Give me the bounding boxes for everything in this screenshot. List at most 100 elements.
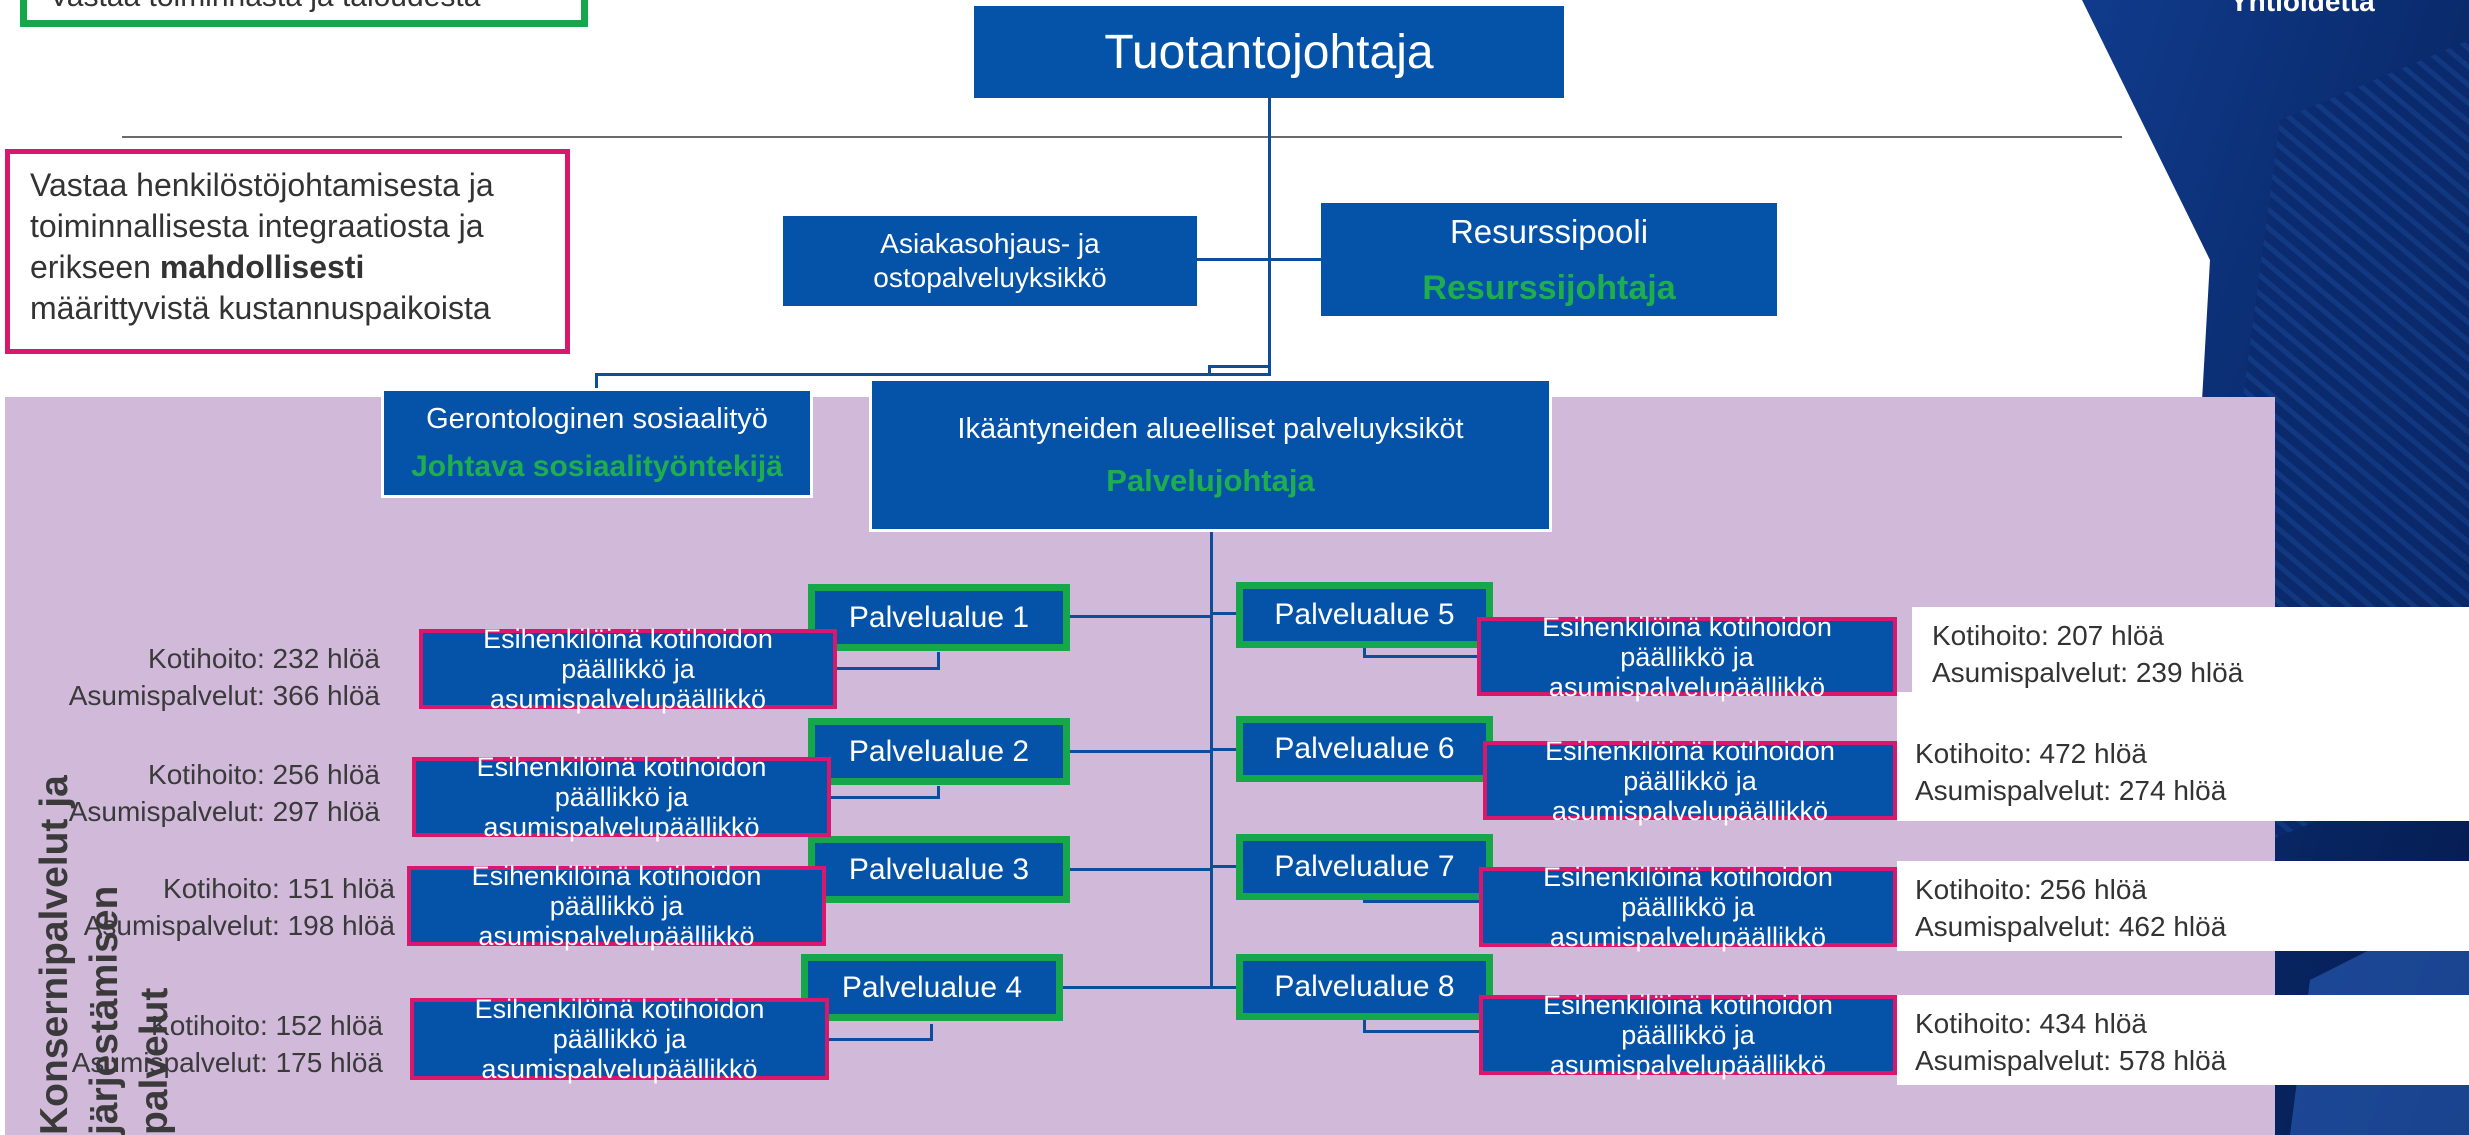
hr-note-line: erikseen mahdollisesti bbox=[30, 247, 545, 288]
connector bbox=[826, 1038, 933, 1041]
supervisor-line: Esihenkilöinä kotihoidon päällikkö ja bbox=[1542, 611, 1832, 672]
asiakasohjaus-box: Asiakasohjaus- ja ostopalveluyksikkö bbox=[783, 216, 1197, 306]
supervisor-box-8: Esihenkilöinä kotihoidon päällikkö ja as… bbox=[1479, 990, 1897, 1080]
palvelualue-label: Palvelualue 4 bbox=[841, 970, 1023, 1004]
staff-stats-area-6: Kotihoito: 472 hlöä Asumispalvelut: 274 … bbox=[1897, 692, 2469, 821]
supervisor-box-3: Esihenkilöinä kotihoidon päällikkö ja as… bbox=[407, 861, 826, 951]
connector bbox=[1062, 615, 1212, 618]
hr-note: Vastaa henkilöstöjohtamisesta ja toiminn… bbox=[5, 149, 570, 354]
connector bbox=[1363, 1030, 1481, 1033]
palvelualue-label: Palvelualue 5 bbox=[1274, 598, 1455, 631]
ikaantyneet-lead: Palvelujohtaja bbox=[1106, 463, 1315, 498]
stat-kotihoito: Kotihoito: 434 hlöä bbox=[1915, 1008, 2147, 1039]
palvelualue-6-box: Palvelualue 6 bbox=[1236, 716, 1493, 782]
stat-asumispalvelut: Asumispalvelut: 578 hlöä bbox=[1915, 1045, 2227, 1076]
palvelualue-label: Palvelualue 3 bbox=[848, 852, 1030, 886]
supervisor-line: Esihenkilöinä kotihoidon päällikkö ja bbox=[476, 752, 767, 812]
separator-line bbox=[122, 136, 2122, 138]
connector bbox=[937, 652, 940, 669]
asiakasohjaus-line: ostopalveluyksikkö bbox=[873, 262, 1107, 293]
connector bbox=[828, 796, 940, 799]
staff-stats-area-8: Kotihoito: 434 hlöä Asumispalvelut: 578 … bbox=[1897, 995, 2469, 1085]
hr-note-bold: mahdollisesti bbox=[159, 249, 365, 285]
supervisor-box-4: Esihenkilöinä kotihoidon päällikkö ja as… bbox=[410, 994, 829, 1084]
ikaantyneet-box: Ikääntyneiden alueelliset palveluyksiköt… bbox=[869, 378, 1552, 532]
hr-note-line: toiminnallisesta integraatiosta ja bbox=[30, 208, 484, 244]
stat-asumispalvelut: Asumispalvelut: 297 hlöä bbox=[68, 796, 380, 827]
supervisor-line: asumispalvelupäällikkö bbox=[478, 921, 755, 951]
connector bbox=[1196, 258, 1321, 261]
connector bbox=[1208, 365, 1211, 375]
gerontologinen-box: Gerontologinen sosiaalityö Johtava sosia… bbox=[381, 388, 813, 498]
supervisor-line: Esihenkilöinä kotihoidon päällikkö ja bbox=[1543, 862, 1833, 922]
supervisor-box-5: Esihenkilöinä kotihoidon päällikkö ja as… bbox=[1477, 612, 1897, 702]
asiakasohjaus-line: Asiakasohjaus- ja bbox=[880, 228, 1100, 259]
hr-note-text: erikseen bbox=[30, 249, 160, 285]
palvelualue-label: Palvelualue 2 bbox=[848, 734, 1030, 768]
ikaantyneet-title: Ikääntyneiden alueelliset palveluyksiköt bbox=[957, 413, 1464, 445]
connector bbox=[835, 667, 940, 670]
supervisor-line: asumispalvelupäällikkö bbox=[1549, 1050, 1827, 1080]
stat-asumispalvelut: Asumispalvelut: 175 hlöä bbox=[71, 1047, 383, 1078]
palvelualue-label: Palvelualue 7 bbox=[1274, 850, 1455, 883]
supervisor-line: asumispalvelupäällikkö bbox=[489, 684, 767, 714]
palvelualue-5-box: Palvelualue 5 bbox=[1236, 582, 1493, 648]
resurssipooli-title: Resurssipooli bbox=[1449, 212, 1649, 250]
supervisor-line: Esihenkilöinä kotihoidon päällikkö ja bbox=[474, 994, 765, 1054]
supervisor-line: Esihenkilöinä kotihoidon päällikkö ja bbox=[1545, 735, 1835, 796]
supervisor-line: asumispalvelupäällikkö bbox=[483, 812, 760, 842]
stat-kotihoito: Kotihoito: 232 hlöä bbox=[148, 643, 380, 674]
connector bbox=[595, 373, 598, 388]
connector bbox=[1210, 612, 1238, 615]
connector bbox=[1363, 900, 1481, 903]
director-title: Tuotantojohtaja bbox=[1104, 25, 1434, 79]
connector bbox=[1363, 1015, 1366, 1031]
connector bbox=[1210, 865, 1240, 868]
connector bbox=[1363, 642, 1366, 657]
palvelualue-label: Palvelualue 8 bbox=[1274, 970, 1455, 1003]
stat-asumispalvelut: Asumispalvelut: 274 hlöä bbox=[1915, 775, 2227, 806]
connector bbox=[595, 373, 1271, 376]
palvelualue-7-box: Palvelualue 7 bbox=[1236, 834, 1493, 900]
supervisor-line: asumispalvelupäällikkö bbox=[481, 1054, 758, 1084]
connector bbox=[1210, 986, 1240, 989]
supervisor-line: asumispalvelupäällikkö bbox=[1549, 922, 1827, 952]
staff-stats-area-7: Kotihoito: 256 hlöä Asumispalvelut: 462 … bbox=[1897, 861, 2469, 951]
director-box: Tuotantojohtaja bbox=[974, 6, 1564, 98]
stat-kotihoito: Kotihoito: 207 hlöä bbox=[1932, 620, 2164, 651]
connector bbox=[930, 1024, 933, 1040]
connector bbox=[1062, 868, 1212, 871]
palvelualue-4-box: Palvelualue 4 bbox=[801, 954, 1063, 1021]
hr-note-line: Vastaa henkilöstöjohtamisesta ja bbox=[30, 167, 494, 203]
top-note: Vastaa toiminnasta ja taloudesta bbox=[20, 0, 588, 27]
gerontologinen-lead: Johtava sosiaalityöntekijä bbox=[411, 450, 783, 483]
connector bbox=[1062, 750, 1212, 753]
staff-stats-area-3: Kotihoito: 151 hlöä Asumispalvelut: 198 … bbox=[40, 870, 395, 944]
palvelualue-label: Palvelualue 1 bbox=[848, 600, 1030, 634]
resurssipooli-lead: Resurssijohtaja bbox=[1422, 268, 1676, 307]
stat-kotihoito: Kotihoito: 151 hlöä bbox=[163, 873, 395, 904]
connector bbox=[937, 786, 940, 798]
stat-asumispalvelut: Asumispalvelut: 462 hlöä bbox=[1915, 911, 2227, 942]
stat-asumispalvelut: Asumispalvelut: 239 hlöä bbox=[1932, 657, 2244, 688]
supervisor-line: asumispalvelupäällikkö bbox=[1548, 671, 1826, 702]
connector bbox=[1210, 530, 1213, 988]
stat-kotihoito: Kotihoito: 256 hlöä bbox=[1915, 874, 2147, 905]
palvelualue-8-box: Palvelualue 8 bbox=[1236, 954, 1493, 1020]
palvelualue-label: Palvelualue 6 bbox=[1274, 732, 1455, 765]
hr-note-line: määrittyvistä kustannuspaikoista bbox=[30, 290, 491, 326]
stat-asumispalvelut: Asumispalvelut: 198 hlöä bbox=[83, 910, 395, 941]
stat-kotihoito: Kotihoito: 472 hlöä bbox=[1915, 738, 2147, 769]
connector bbox=[1208, 365, 1270, 368]
resurssipooli-box: Resurssipooli Resurssijohtaja bbox=[1321, 203, 1777, 316]
stat-kotihoito: Kotihoito: 152 hlöä bbox=[151, 1010, 383, 1041]
supervisor-line: Esihenkilöinä kotihoidon päällikkö ja bbox=[471, 861, 762, 921]
top-right-text: Yhtiöidetta bbox=[2230, 0, 2375, 17]
stat-asumispalvelut: Asumispalvelut: 366 hlöä bbox=[68, 680, 380, 711]
supervisor-box-2: Esihenkilöinä kotihoidon päällikkö ja as… bbox=[412, 752, 831, 842]
staff-stats-area-5: Kotihoito: 207 hlöä Asumispalvelut: 239 … bbox=[1912, 607, 2469, 696]
supervisor-line: asumispalvelupäällikkö bbox=[1551, 795, 1829, 826]
staff-stats-area-2: Kotihoito: 256 hlöä Asumispalvelut: 297 … bbox=[40, 756, 380, 830]
palvelualue-3-box: Palvelualue 3 bbox=[808, 836, 1070, 903]
supervisor-box-7: Esihenkilöinä kotihoidon päällikkö ja as… bbox=[1479, 862, 1897, 952]
